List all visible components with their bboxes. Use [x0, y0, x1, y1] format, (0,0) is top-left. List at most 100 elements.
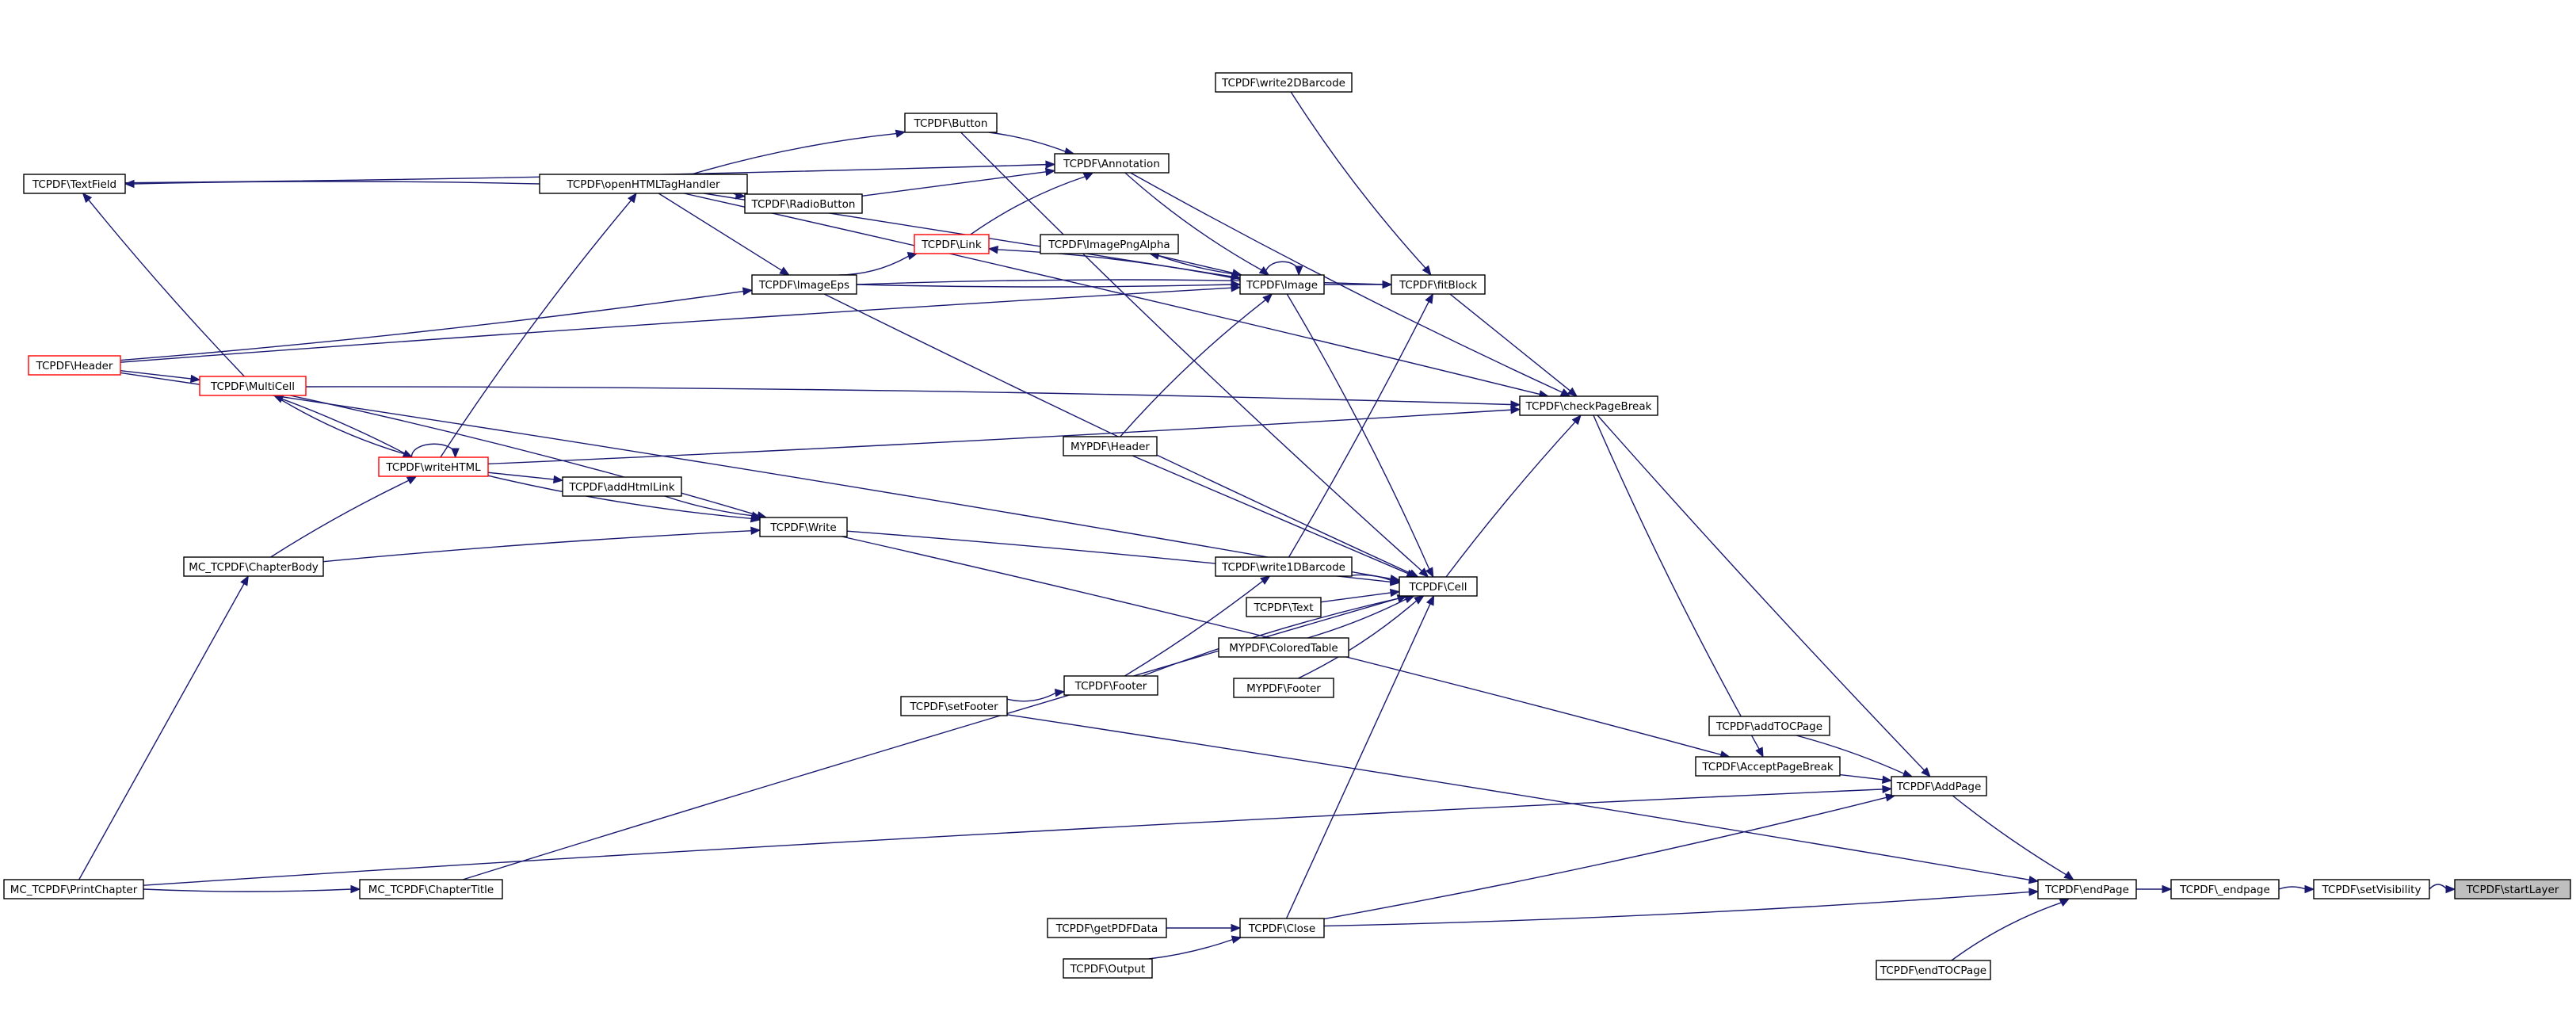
node-label: TCPDF\Link	[921, 239, 982, 251]
node-fitblock[interactable]: TCPDF\fitBlock	[1391, 274, 1486, 295]
edge-setfooter-to-endpage	[1006, 714, 2040, 884]
edge-footer-to-write1dbarcode-line	[1124, 580, 1264, 677]
edge-writehtml-to-multicell-line	[280, 398, 413, 458]
edge-close-to-endpage-line	[1323, 891, 2031, 927]
edge-radiobutton-to-annotation	[861, 167, 1056, 197]
node-textfield[interactable]: TCPDF\TextField	[23, 174, 126, 194]
node-label: TCPDF\ImagePngAlpha	[1048, 239, 1170, 251]
edge-image-to-image	[1265, 261, 1303, 277]
node-label: TCPDF\Image	[1246, 279, 1318, 292]
node-endpage[interactable]: TCPDF\_endpage	[2170, 879, 2280, 899]
edge-multicell-to-checkpagebreak-line	[305, 386, 1513, 406]
node-myheader[interactable]: MYPDF\Header	[1063, 436, 1158, 456]
node-addtocpage[interactable]: TCPDF\addTOCPage	[1708, 716, 1830, 736]
node-setfooter[interactable]: TCPDF\setFooter	[900, 696, 1008, 716]
node-coloredtable[interactable]: MYPDF\ColoredTable	[1218, 637, 1349, 658]
node-myfooter[interactable]: MYPDF\Footer	[1233, 678, 1334, 698]
node-label: MYPDF\Header	[1070, 441, 1150, 453]
node-openhtmltaghandler[interactable]: TCPDF\openHTMLTagHandler	[539, 174, 748, 194]
edge-printchapter-to-chapterbody-arrowhead	[240, 575, 249, 586]
edge-writehtml-to-writehtml	[410, 443, 460, 459]
node-box	[28, 355, 121, 376]
edge-close-to-addpage	[1323, 793, 1896, 920]
node-write[interactable]: TCPDF\Write	[759, 517, 848, 537]
node-link[interactable]: TCPDF\Link	[914, 234, 990, 254]
node-write2dbarcode[interactable]: TCPDF\write2DBarcode	[1215, 72, 1353, 93]
node-button[interactable]: TCPDF\Button	[904, 113, 998, 133]
node-box	[1239, 918, 1325, 938]
node-close[interactable]: TCPDF\Close	[1239, 918, 1325, 938]
edges-layer	[78, 91, 2456, 961]
node-acceptpagebreak[interactable]: TCPDF\AcceptPageBreak	[1695, 756, 1841, 777]
edge-button-to-cell	[960, 132, 1429, 578]
node-label: TCPDF\AddPage	[1896, 781, 1982, 793]
node-box	[199, 376, 307, 396]
node-text[interactable]: TCPDF\Text	[1246, 597, 1322, 617]
node-setvisibility[interactable]: TCPDF\setVisibility	[2313, 879, 2430, 899]
node-radiobutton[interactable]: TCPDF\RadioButton	[744, 193, 863, 214]
node-image[interactable]: TCPDF\Image	[1239, 274, 1325, 295]
node-chapterbody[interactable]: MC_TCPDF\ChapterBody	[183, 556, 324, 577]
node-cell[interactable]: TCPDF\Cell	[1399, 576, 1478, 597]
edge-addtocpage-to-addpage-arrowhead	[1902, 770, 1914, 778]
node-header[interactable]: TCPDF\Header	[28, 355, 121, 376]
node-endpage[interactable]: TCPDF\endPage	[2037, 879, 2137, 899]
node-startlayer[interactable]: TCPDF\startLayer	[2454, 879, 2571, 899]
edge-writehtml-to-openhtmltaghandler-line	[440, 199, 632, 458]
node-output[interactable]: TCPDF\Output	[1063, 958, 1153, 979]
edge-multicell-to-write	[289, 395, 768, 520]
edge-openhtmltaghandler-to-textfield	[124, 179, 540, 189]
edge-endpage-to-endpage	[2136, 884, 2173, 894]
edge-getpdfdata-to-close	[1166, 923, 1242, 933]
node-box	[23, 174, 126, 194]
node-box	[1233, 678, 1334, 698]
edge-checkpagebreak-to-addpage-line	[1597, 414, 1925, 772]
edge-printchapter-to-addpage	[143, 785, 1893, 886]
edge-text-to-cell-arrowhead	[1389, 588, 1401, 598]
node-box	[1876, 960, 1991, 980]
edge-image-to-link-arrowhead	[987, 245, 999, 254]
node-label: TCPDF\Write	[769, 521, 836, 534]
edge-writehtml-to-addhtmllink	[487, 472, 564, 484]
node-imagepngalpha[interactable]: TCPDF\ImagePngAlpha	[1040, 234, 1179, 254]
edge-setfooter-to-footer-line	[1006, 692, 1057, 702]
edge-openhtmltaghandler-to-imageeps-arrowhead	[779, 266, 790, 276]
node-addhtmllink[interactable]: TCPDF\addHtmlLink	[562, 476, 682, 497]
edge-header-to-imageeps-arrowhead	[742, 287, 754, 296]
node-label: MC_TCPDF\ChapterTitle	[368, 884, 494, 896]
edge-myheader-to-cell-line	[1132, 455, 1410, 575]
node-writehtml[interactable]: TCPDF\writeHTML	[378, 456, 489, 477]
node-label: TCPDF\write2DBarcode	[1221, 77, 1345, 90]
node-addpage[interactable]: TCPDF\AddPage	[1891, 776, 1987, 796]
node-getpdfdata[interactable]: TCPDF\getPDFData	[1047, 918, 1167, 938]
node-printchapter[interactable]: MC_TCPDF\PrintChapter	[3, 879, 144, 899]
edge-cell-to-checkpagebreak	[1445, 414, 1582, 578]
edge-radiobutton-to-annotation-arrowhead	[1044, 167, 1056, 177]
node-label: TCPDF\endTOCPage	[1880, 964, 1986, 977]
edge-imageeps-to-fitblock-arrowhead	[1382, 280, 1393, 289]
edge-setfooter-to-footer-arrowhead	[1054, 689, 1066, 697]
edge-fitblock-to-checkpagebreak	[1449, 293, 1578, 397]
node-multicell[interactable]: TCPDF\MultiCell	[199, 376, 307, 396]
node-endtocpage[interactable]: TCPDF\endTOCPage	[1876, 960, 1991, 980]
edge-text-to-cell	[1320, 588, 1401, 603]
edge-printchapter-to-chaptertitle-line	[143, 888, 353, 892]
node-footer[interactable]: TCPDF\Footer	[1063, 675, 1158, 696]
edge-write2dbarcode-to-fitblock-arrowhead	[1422, 265, 1432, 277]
node-chaptertitle[interactable]: MC_TCPDF\ChapterTitle	[359, 879, 503, 899]
edge-endtocpage-to-endpage-line	[1951, 901, 2063, 961]
edge-setvisibility-to-startlayer	[2429, 884, 2456, 894]
edge-close-to-cell	[1285, 594, 1435, 919]
edge-button-to-annotation	[988, 132, 1075, 156]
edge-addpage-to-endpage-line	[1952, 795, 2067, 876]
edge-write2dbarcode-to-fitblock-line	[1290, 91, 1427, 269]
edge-header-to-multicell	[120, 370, 201, 384]
edge-header-to-imageeps-line	[120, 290, 745, 361]
node-checkpagebreak[interactable]: TCPDF\checkPageBreak	[1519, 395, 1658, 416]
node-annotation[interactable]: TCPDF\Annotation	[1054, 153, 1170, 174]
node-write1dbarcode[interactable]: TCPDF\write1DBarcode	[1215, 556, 1353, 577]
node-imageeps[interactable]: TCPDF\ImageEps	[751, 274, 857, 295]
edge-header-to-image-line	[120, 287, 1233, 363]
edge-addhtmllink-to-write-line	[664, 495, 754, 517]
